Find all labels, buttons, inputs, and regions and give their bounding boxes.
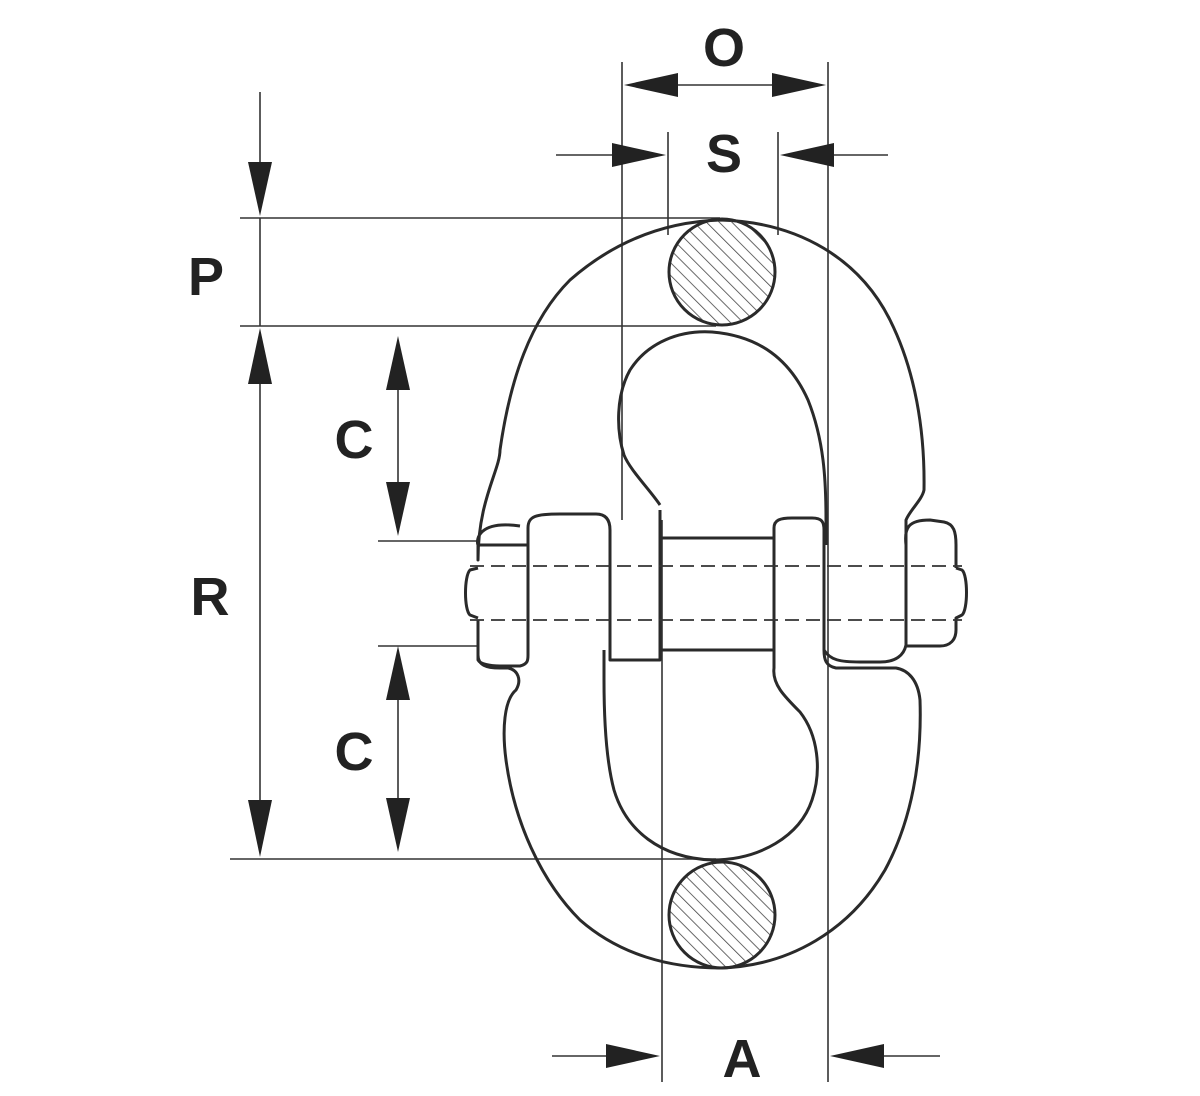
extension-lines <box>230 62 829 1082</box>
label-r: R <box>191 567 230 627</box>
label-o: O <box>703 18 745 78</box>
chain-cross-section-bottom <box>667 860 777 970</box>
hidden-pin <box>470 565 962 621</box>
label-p: P <box>188 247 224 307</box>
label-s: S <box>706 124 742 184</box>
label-c-bottom: C <box>335 722 374 782</box>
label-a: A <box>723 1029 762 1089</box>
label-c-top: C <box>335 410 374 470</box>
dimension-arrows <box>248 73 940 1068</box>
chain-cross-section-top <box>667 217 777 327</box>
connecting-link-body <box>464 218 968 970</box>
